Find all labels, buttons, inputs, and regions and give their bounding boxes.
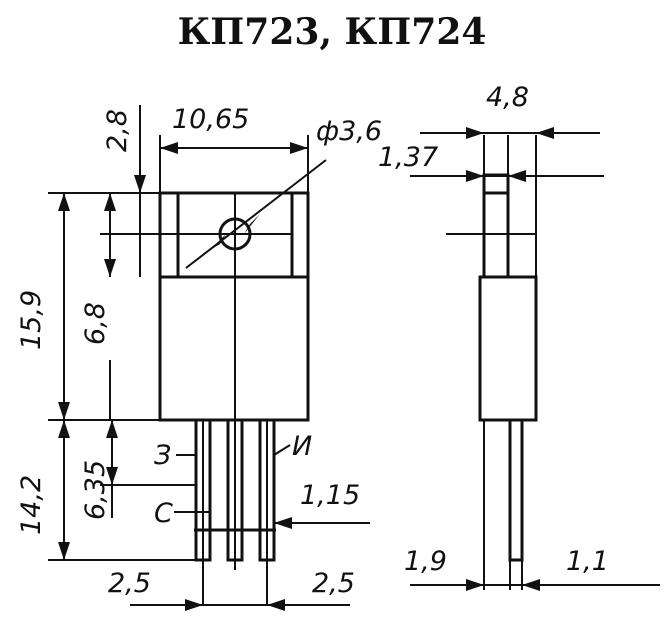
- dim-side-thickness: 4,8: [486, 82, 529, 113]
- dim-pitch-right: 2,5: [312, 568, 355, 599]
- dim-pitch-left: 2,5: [108, 568, 151, 599]
- dim-hole-center-height: 6,8: [80, 302, 111, 345]
- pin-label-drain: С: [154, 498, 173, 529]
- dim-side-tab-thickness: 1,37: [378, 142, 438, 173]
- pin-label-gate: З: [154, 440, 171, 471]
- side-view: [410, 127, 660, 591]
- drawing-title: КП723, КП724: [178, 11, 487, 53]
- side-body: [478, 275, 538, 422]
- side-lead: [508, 418, 524, 562]
- dim-side-lead-thickness: 1,1: [566, 546, 609, 577]
- side-tab: [482, 173, 510, 279]
- leads: [194, 418, 276, 605]
- dim-hole-diameter: ф3,6: [316, 116, 382, 147]
- dim-lead-offset: 6,35: [80, 460, 111, 520]
- dim-tab-height: 2,8: [102, 109, 133, 152]
- dim-lead-width: 1,15: [300, 480, 360, 511]
- pin-label-source: И: [292, 431, 312, 462]
- dim-side-lead-offset: 1,9: [404, 546, 447, 577]
- dim-body-width: 10,65: [172, 104, 249, 135]
- dim-lead-length: 14,2: [16, 475, 47, 535]
- front-view: [48, 105, 370, 611]
- mounting-hole: [218, 217, 252, 251]
- dim-total-height: 15,9: [16, 290, 47, 350]
